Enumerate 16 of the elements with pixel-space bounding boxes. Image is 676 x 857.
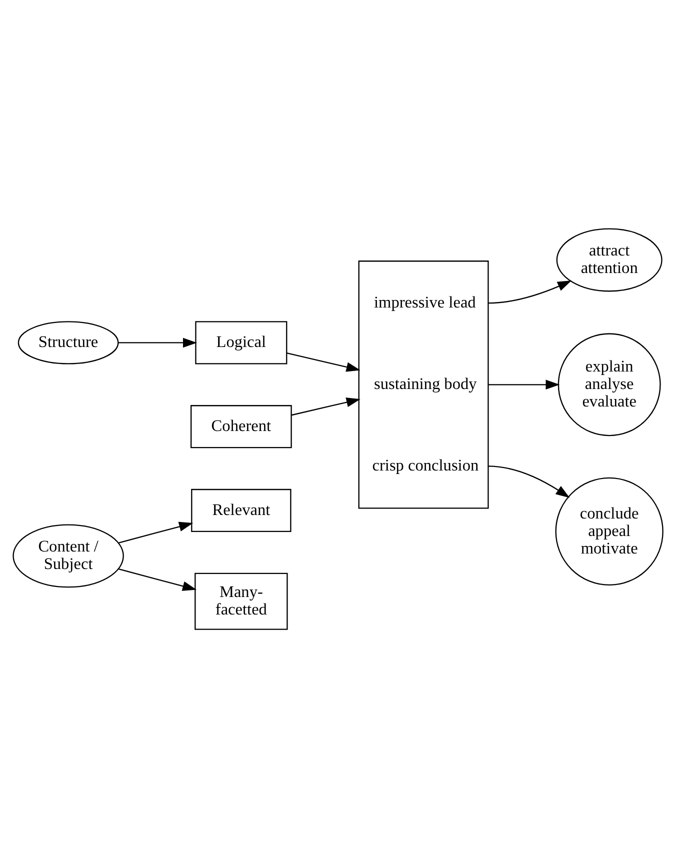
arrow bbox=[488, 280, 572, 304]
arrow bbox=[286, 352, 360, 372]
node-box: Coherent bbox=[190, 404, 292, 448]
node-ellipse: Structure bbox=[18, 320, 119, 364]
arrow bbox=[118, 337, 197, 348]
node-ellipse: Content / Subject bbox=[12, 524, 124, 588]
node-circle: explain analyse evaluate bbox=[558, 332, 661, 436]
node-box: Relevant bbox=[191, 488, 292, 532]
arrow bbox=[488, 465, 570, 498]
arrow bbox=[291, 396, 360, 416]
arrow bbox=[118, 568, 197, 590]
node-box: impressive lead sustaining body crisp conclusion bbox=[358, 260, 489, 508]
arrow bbox=[488, 379, 560, 390]
arrow bbox=[118, 521, 194, 543]
node-box: Logical bbox=[195, 320, 288, 364]
node-box: Many- facetted bbox=[194, 572, 288, 630]
